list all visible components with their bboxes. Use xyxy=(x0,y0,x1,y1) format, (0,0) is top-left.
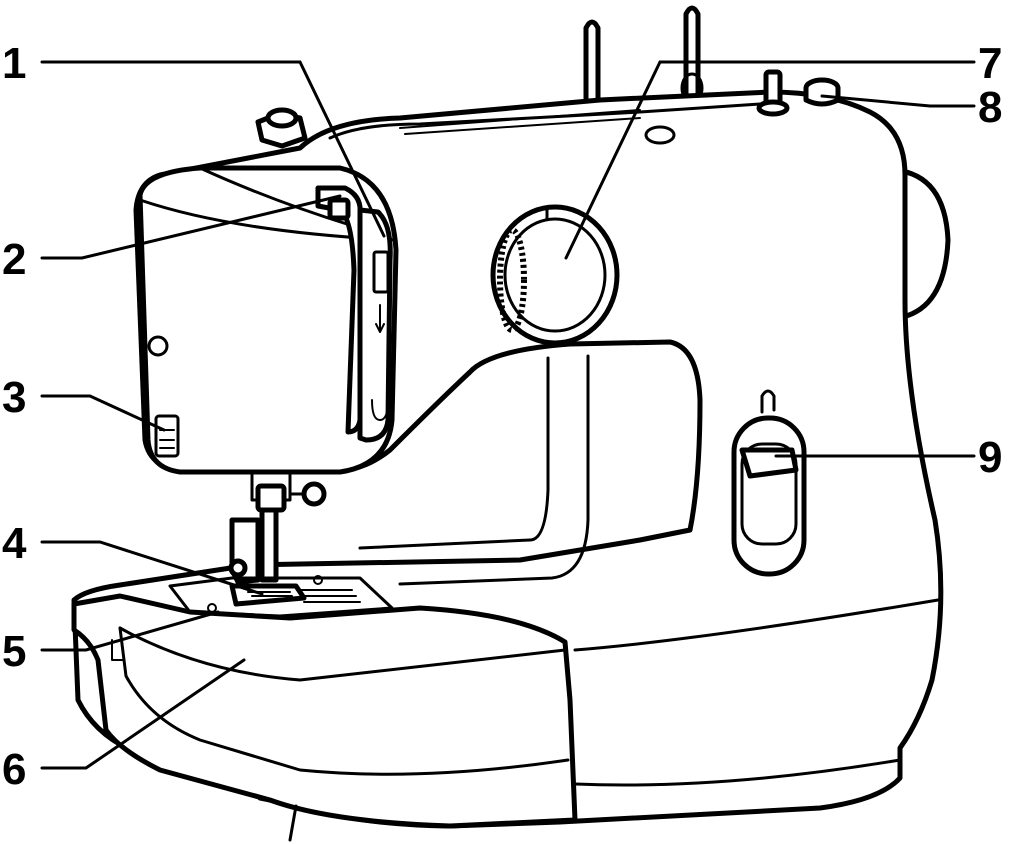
callout-5: 5 xyxy=(2,627,26,676)
free-arm-opening xyxy=(358,356,550,550)
leader-8 xyxy=(820,94,976,108)
callout-9: 9 xyxy=(978,433,1002,482)
callout-3: 3 xyxy=(2,373,26,422)
leader-3 xyxy=(40,394,166,432)
callout-7: 7 xyxy=(978,39,1002,88)
thread-guide xyxy=(255,107,308,149)
leader-5 xyxy=(40,610,220,652)
machine-head xyxy=(137,165,399,475)
extension-table xyxy=(71,593,578,829)
leader-7 xyxy=(564,60,976,260)
callout-4: 4 xyxy=(2,519,27,568)
leader-4 xyxy=(40,540,264,596)
callout-1: 1 xyxy=(2,39,26,88)
leader-1 xyxy=(40,60,386,238)
sewing-machine-illustration xyxy=(71,5,951,842)
take-up-lever xyxy=(315,185,393,443)
stitch-selector-dial xyxy=(490,204,620,346)
rear-handwheel xyxy=(892,167,951,321)
callout-8: 8 xyxy=(978,83,1002,132)
callout-6: 6 xyxy=(2,745,26,794)
callout-2: 2 xyxy=(2,235,26,284)
leader-2 xyxy=(40,194,342,260)
leader-6 xyxy=(40,658,246,770)
leader-lines xyxy=(40,60,976,770)
spool-pins xyxy=(583,5,704,111)
callout-labels: 1 2 3 4 5 6 7 8 9 xyxy=(2,39,1002,794)
needle-assembly xyxy=(228,470,327,585)
